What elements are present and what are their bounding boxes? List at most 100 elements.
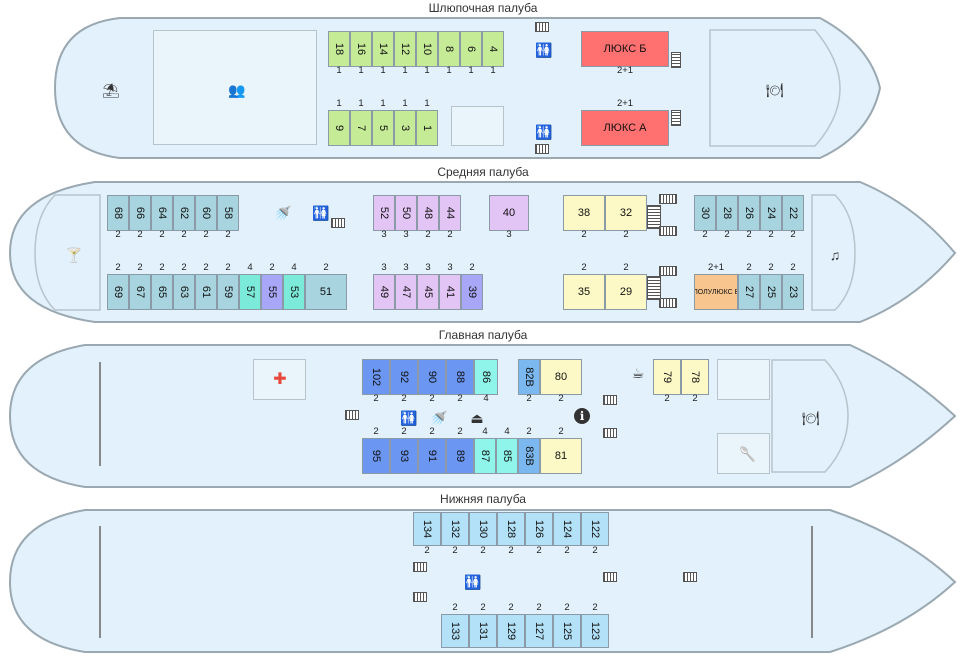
cabin-130[interactable]: 130 <box>469 512 497 546</box>
cabin-89[interactable]: 89 <box>446 438 474 474</box>
cabin-132[interactable]: 132 <box>441 512 469 546</box>
cabin-полулюкс-в[interactable]: ПОЛУЛЮКС В <box>694 274 738 310</box>
cabin-49[interactable]: 49 <box>373 274 395 310</box>
cabin-28[interactable]: 28 <box>716 195 738 231</box>
cabin-55[interactable]: 55 <box>261 274 283 310</box>
cabin-80[interactable]: 80 <box>540 359 582 395</box>
cabin-41[interactable]: 41 <box>439 274 461 310</box>
cabin-93[interactable]: 93 <box>390 438 418 474</box>
cabin-87[interactable]: 87 <box>474 438 496 474</box>
cabin-1[interactable]: 1 <box>416 110 438 146</box>
cabin-capacity: 1 <box>424 98 430 109</box>
cabin-59[interactable]: 59 <box>217 274 239 310</box>
cabin-number: 53 <box>288 285 300 299</box>
restroom-icon: 🚻 <box>400 410 418 426</box>
restroom-icon: 🚻 <box>312 205 330 221</box>
cabin-10[interactable]: 10 <box>416 31 438 67</box>
cabin-124[interactable]: 124 <box>553 512 581 546</box>
cabin-79[interactable]: 79 <box>653 359 681 395</box>
cabin-39[interactable]: 39 <box>461 274 483 310</box>
cabin-67[interactable]: 67 <box>129 274 151 310</box>
cabin-47[interactable]: 47 <box>395 274 417 310</box>
cabin-8[interactable]: 8 <box>438 31 460 67</box>
restroom-icon: 🚻 <box>535 42 553 58</box>
cabin-61[interactable]: 61 <box>195 274 217 310</box>
cabin-14[interactable]: 14 <box>372 31 394 67</box>
cabin-86[interactable]: 86 <box>474 359 498 395</box>
cabin-125[interactable]: 125 <box>553 614 581 648</box>
cabin-64[interactable]: 64 <box>151 195 173 231</box>
stairs-icon <box>659 226 677 236</box>
cabin-number: 7 <box>355 124 367 132</box>
cabin-4[interactable]: 4 <box>482 31 504 67</box>
cabin-85[interactable]: 85 <box>496 438 518 474</box>
cabin-66[interactable]: 66 <box>129 195 151 231</box>
cabin-68[interactable]: 68 <box>107 195 129 231</box>
cabin-134[interactable]: 134 <box>413 512 441 546</box>
cabin-51[interactable]: 51 <box>305 274 347 310</box>
cabin-number: 102 <box>369 367 382 387</box>
cabin-6[interactable]: 6 <box>460 31 482 67</box>
cabin-131[interactable]: 131 <box>469 614 497 648</box>
cabin-40[interactable]: 40 <box>489 195 529 231</box>
cabin-129[interactable]: 129 <box>497 614 525 648</box>
cabin-26[interactable]: 26 <box>738 195 760 231</box>
cabin-126[interactable]: 126 <box>525 512 553 546</box>
cabin-44[interactable]: 44 <box>439 195 461 231</box>
cabin-12[interactable]: 12 <box>394 31 416 67</box>
cabin-50[interactable]: 50 <box>395 195 417 231</box>
cabin-24[interactable]: 24 <box>760 195 782 231</box>
cabin-83в[interactable]: 83В <box>518 438 540 474</box>
cabin-16[interactable]: 16 <box>350 31 372 67</box>
cabin-95[interactable]: 95 <box>362 438 390 474</box>
cabin-88[interactable]: 88 <box>446 359 474 395</box>
cabin-35[interactable]: 35 <box>563 274 605 310</box>
cabin-7[interactable]: 7 <box>350 110 372 146</box>
cabin-128[interactable]: 128 <box>497 512 525 546</box>
cabin-62[interactable]: 62 <box>173 195 195 231</box>
cabin-38[interactable]: 38 <box>563 195 605 231</box>
cabin-102[interactable]: 102 <box>362 359 390 395</box>
cabin-29[interactable]: 29 <box>605 274 647 310</box>
cabin-number: ЛЮКС Б <box>603 43 647 55</box>
cabin-58[interactable]: 58 <box>217 195 239 231</box>
cabin-78[interactable]: 78 <box>681 359 709 395</box>
cabin-люкс-б[interactable]: ЛЮКС Б <box>581 31 669 67</box>
cabin-capacity: 2 <box>373 393 379 404</box>
cabin-127[interactable]: 127 <box>525 614 553 648</box>
cabin-3[interactable]: 3 <box>394 110 416 146</box>
cabin-81[interactable]: 81 <box>540 438 582 474</box>
cabin-48[interactable]: 48 <box>417 195 439 231</box>
cabin-25[interactable]: 25 <box>760 274 782 310</box>
cabin-22[interactable]: 22 <box>782 195 804 231</box>
cabin-number: 18 <box>333 42 345 56</box>
cabin-53[interactable]: 53 <box>283 274 305 310</box>
cabin-57[interactable]: 57 <box>239 274 261 310</box>
cabin-5[interactable]: 5 <box>372 110 394 146</box>
cabin-63[interactable]: 63 <box>173 274 195 310</box>
cabin-capacity: 2 <box>225 229 231 240</box>
cabin-number: 133 <box>448 621 461 641</box>
cabin-91[interactable]: 91 <box>418 438 446 474</box>
cabin-123[interactable]: 123 <box>581 614 609 648</box>
cabin-30[interactable]: 30 <box>694 195 716 231</box>
cabin-9[interactable]: 9 <box>328 110 350 146</box>
cabin-92[interactable]: 92 <box>390 359 418 395</box>
cabin-18[interactable]: 18 <box>328 31 350 67</box>
cabin-133[interactable]: 133 <box>441 614 469 648</box>
cabin-90[interactable]: 90 <box>418 359 446 395</box>
cabin-69[interactable]: 69 <box>107 274 129 310</box>
cabin-capacity: 2+1 <box>707 262 725 273</box>
cabin-number: 90 <box>426 370 438 384</box>
cabin-люкс-а[interactable]: ЛЮКС А <box>581 110 669 146</box>
cabin-27[interactable]: 27 <box>738 274 760 310</box>
stairs-icon <box>535 144 549 154</box>
cabin-32[interactable]: 32 <box>605 195 647 231</box>
cabin-82в[interactable]: 82В <box>518 359 540 395</box>
cabin-52[interactable]: 52 <box>373 195 395 231</box>
cabin-65[interactable]: 65 <box>151 274 173 310</box>
cabin-122[interactable]: 122 <box>581 512 609 546</box>
cabin-45[interactable]: 45 <box>417 274 439 310</box>
cabin-60[interactable]: 60 <box>195 195 217 231</box>
cabin-23[interactable]: 23 <box>782 274 804 310</box>
